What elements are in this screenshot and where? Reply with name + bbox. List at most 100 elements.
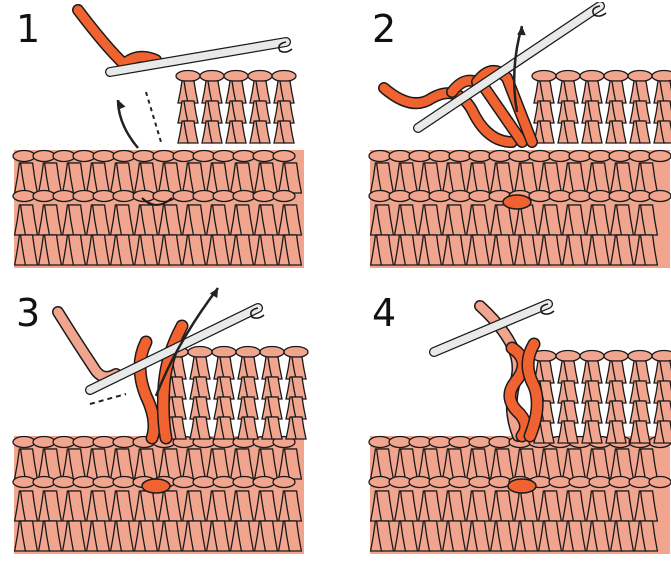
chain-loop <box>579 69 605 83</box>
stitch-leg <box>211 448 231 480</box>
stitch-leg <box>255 120 271 144</box>
chain-loop <box>651 69 671 83</box>
stitch-leg <box>139 162 159 194</box>
stitch-leg <box>183 100 199 124</box>
chain-loop <box>568 149 592 163</box>
step-3-number: 3 <box>16 291 41 335</box>
chain-loop <box>488 149 512 163</box>
chain-loop <box>408 435 432 449</box>
chain-loop <box>555 69 581 83</box>
chain-loop <box>388 475 412 489</box>
stitch-leg <box>211 162 231 194</box>
chain-loop <box>568 475 592 489</box>
chain-loop <box>72 149 96 163</box>
stitch-leg <box>519 448 539 480</box>
stitch-leg <box>91 490 111 522</box>
stitch-leg <box>235 490 255 522</box>
stitch-leg <box>591 234 611 266</box>
stitch-leg <box>635 80 651 104</box>
stitch-leg <box>519 234 539 266</box>
stitch-leg <box>615 520 635 552</box>
stitch-leg <box>591 204 611 236</box>
step-3-illustration <box>12 287 309 554</box>
stitch-leg <box>567 520 587 552</box>
stitch-leg <box>543 448 563 480</box>
stitch-leg <box>635 360 651 384</box>
stitch-leg <box>519 162 539 194</box>
crochet-hook-head <box>592 5 607 17</box>
stitch-leg <box>635 100 651 124</box>
stitch-leg <box>563 420 579 444</box>
stitch-leg <box>471 204 491 236</box>
chain-loop <box>528 149 552 163</box>
chain-loop <box>548 149 572 163</box>
stitch-leg <box>543 204 563 236</box>
stitch-leg <box>375 162 395 194</box>
step-1-illustration <box>12 4 304 268</box>
stitch-leg <box>423 490 443 522</box>
chain-loop <box>175 69 201 83</box>
stitch-leg <box>171 356 187 380</box>
stitch-leg <box>219 376 235 400</box>
stitch-leg <box>447 234 467 266</box>
yarn-wrap-a <box>135 337 159 443</box>
hook-arrow <box>154 287 219 397</box>
stitch-leg <box>259 520 279 552</box>
stitch-leg <box>231 100 247 124</box>
chain-loop <box>651 349 671 363</box>
stitch-leg <box>231 80 247 104</box>
chain-loop <box>192 189 216 203</box>
dashed-path <box>89 393 127 405</box>
stitch-leg <box>587 80 603 104</box>
stitch-leg <box>539 100 555 124</box>
stitch-leg <box>163 204 183 236</box>
stitch-leg <box>587 120 603 144</box>
stitch-leg <box>495 520 515 552</box>
chain-loop <box>608 149 632 163</box>
chain-loop <box>548 475 572 489</box>
chain-loop <box>72 475 96 489</box>
stitch-leg <box>567 448 587 480</box>
stitch-leg <box>255 80 271 104</box>
chain-loop <box>448 149 472 163</box>
stitch-leg <box>615 448 635 480</box>
stitch-leg <box>243 356 259 380</box>
stitch-leg <box>91 234 111 266</box>
stitch-leg <box>187 520 207 552</box>
chain-loop <box>368 435 392 449</box>
stitch-leg <box>567 490 587 522</box>
stitch-leg <box>115 204 135 236</box>
stitch-leg <box>635 420 651 444</box>
stitch-leg <box>539 120 555 144</box>
chain-loop <box>92 149 116 163</box>
step-2-panel: 2 <box>362 2 671 277</box>
stitch-leg <box>207 100 223 124</box>
finished-post-b <box>523 339 543 441</box>
chain-loop <box>531 69 557 83</box>
stitch-leg <box>255 100 271 124</box>
stitch-leg <box>611 360 627 384</box>
chain-loop <box>199 69 225 83</box>
chain-loop <box>388 435 412 449</box>
stitch-leg <box>563 400 579 424</box>
stitch-leg <box>279 120 295 144</box>
stitch-leg <box>399 234 419 266</box>
stitch-leg <box>171 376 187 400</box>
chain-loop <box>252 475 276 489</box>
crochet-hook <box>86 304 262 394</box>
chain-loop <box>568 189 592 203</box>
stitch-leg <box>195 416 211 440</box>
stitch-leg <box>611 120 627 144</box>
stitch-leg <box>375 520 395 552</box>
stitch-leg <box>659 420 671 444</box>
stitch-leg <box>219 396 235 420</box>
chain-loop <box>72 435 96 449</box>
stitch-leg <box>543 234 563 266</box>
chain-loop <box>212 475 236 489</box>
stitch-leg <box>291 396 307 420</box>
stitch-leg <box>163 520 183 552</box>
stitch-leg <box>495 234 515 266</box>
stitch-leg <box>543 520 563 552</box>
chain-loop <box>32 149 56 163</box>
stitch-leg <box>291 376 307 400</box>
